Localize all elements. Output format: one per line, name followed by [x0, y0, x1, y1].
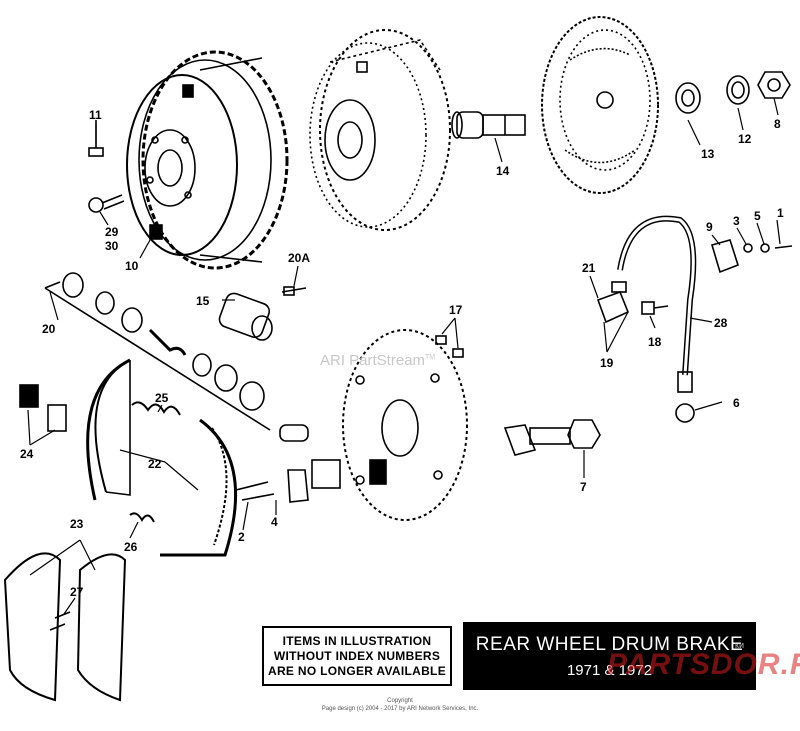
axle-nut-part [757, 71, 791, 99]
brake-lining-left-part [3, 552, 62, 702]
callout-9: 9 [706, 220, 713, 234]
spring-26-part [129, 512, 155, 523]
wheel-cylinder-kit-part [44, 272, 271, 431]
brake-lining-right-part [76, 553, 127, 702]
axle-spacer-part [451, 111, 526, 139]
callout-20a: 20A [288, 251, 310, 265]
callout-25: 25 [155, 391, 169, 405]
leader-lines [27, 97, 781, 615]
bolt-29-part [88, 194, 125, 213]
callout-12: 12 [738, 132, 752, 146]
spring-25-part [131, 401, 181, 416]
diagram-title: REAR WHEEL DRUM BRAKE [475, 633, 744, 655]
notice-line-3: ARE NO LONGER AVAILABLE [267, 663, 446, 678]
callout-5: 5 [754, 209, 761, 223]
callout-29: 29 [105, 225, 119, 239]
copyright-line-2: Page design (c) 2004 - 2017 by ARI Netwo… [321, 706, 479, 712]
callout-30: 30 [105, 239, 119, 253]
callout-11: 11 [89, 108, 102, 122]
diagram-years: 1971 & 1972 [566, 661, 653, 679]
callout-20: 20 [42, 322, 56, 336]
rivets-27-part [49, 611, 71, 631]
hose-fitting-part [596, 281, 630, 324]
bolt-1-part [774, 245, 793, 249]
copyright-line-1: Copyright [387, 698, 413, 704]
callout-3: 3 [733, 214, 740, 228]
copyright-footer: Copyright Page design (c) 2004 - 2017 by… [0, 697, 800, 713]
callout-22: 22 [148, 457, 162, 471]
callout-26: 26 [124, 540, 138, 554]
callout-13: 13 [701, 147, 715, 161]
callout-14: 14 [496, 164, 510, 178]
partstream-watermark: ARI PartStreamTM [320, 352, 436, 369]
callout-4: 4 [271, 515, 278, 529]
callout-21: 21 [582, 261, 596, 275]
adjuster-24-part [19, 384, 67, 432]
bearing-13-part [675, 82, 701, 114]
callout-24: 24 [20, 447, 34, 461]
anchor-pin-part [503, 419, 601, 456]
callout-7: 7 [580, 480, 587, 494]
wheel-cylinder-part [218, 292, 273, 341]
brake-hose-part [617, 215, 697, 423]
partsdor-brand-watermark: PARTSDOR.RU [607, 648, 800, 681]
notice-line-1: ITEMS IN ILLUSTRATION [282, 633, 432, 648]
brake-drum-part [309, 29, 451, 231]
backing-plate-part [342, 329, 468, 521]
callout-labels: 1 2 3 4 5 6 7 8 9 10 11 12 13 14 15 17 1… [20, 108, 784, 599]
screw-17-part [435, 335, 464, 358]
brake-shoe-left-part [86, 358, 131, 501]
callout-2: 2 [238, 530, 245, 544]
callout-1: 1 [777, 206, 784, 220]
notice-line-2: WITHOUT INDEX NUMBERS [273, 648, 441, 663]
callout-8: 8 [774, 117, 781, 131]
bearing-12-part [726, 75, 750, 105]
discontinued-items-notice: ITEMS IN ILLUSTRATION WITHOUT INDEX NUMB… [262, 626, 452, 686]
bracket-9-part [711, 239, 739, 274]
callout-23: 23 [70, 517, 84, 531]
callout-27: 27 [70, 585, 84, 599]
washer-3-part [743, 243, 753, 253]
bolt-18-part [641, 301, 669, 315]
callout-19: 19 [600, 356, 614, 370]
callout-18: 18 [648, 335, 662, 349]
callout-10: 10 [125, 259, 139, 273]
brand-small-text: ки [735, 640, 744, 650]
callout-6: 6 [733, 396, 740, 410]
sprocket-hub-part [126, 50, 289, 270]
backing-plate-assembly-part [541, 16, 659, 194]
callout-28: 28 [714, 316, 728, 330]
callout-17: 17 [449, 303, 463, 317]
bleeder-screw-part [281, 286, 307, 296]
bolt-2-part [235, 481, 275, 501]
callout-15: 15 [196, 294, 210, 308]
brake-shoe-right-part [160, 418, 238, 557]
washer-5-part [760, 243, 770, 253]
diagram-title-box: REAR WHEEL DRUM BRAKE 1971 & 1972 [463, 622, 756, 690]
bracket-part [279, 424, 341, 503]
